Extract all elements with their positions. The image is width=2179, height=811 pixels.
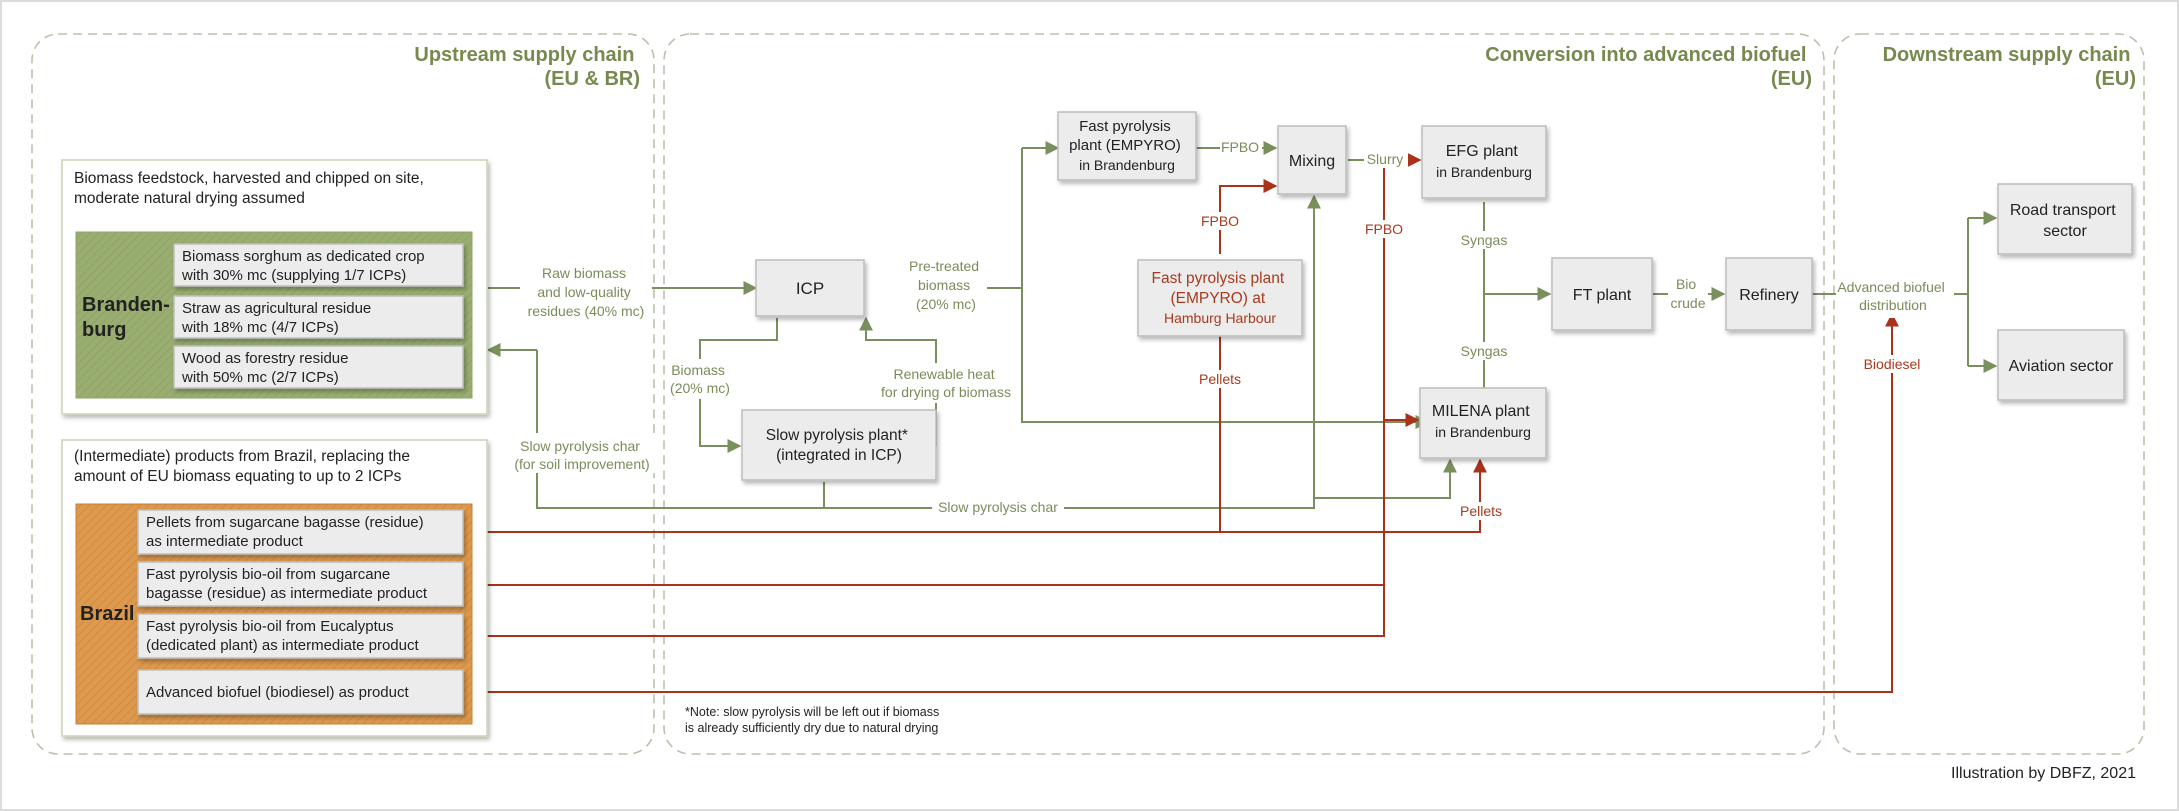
label-pretreated-biomass: Pre-treated biomass (20% mc) [909,258,983,312]
label-pellets-hamburg: Pellets [1199,371,1241,387]
brazil-item-pellets [137,509,464,555]
label-syngas-top: Syngas [1461,232,1508,248]
brazil-header: (Intermediate) products from Brazil, rep… [74,448,414,485]
region-downstream [1833,33,2145,755]
brazil-label: Brazil [80,603,134,625]
node-milena-text: MILENA plant in Brandenburg [1432,403,1534,440]
label-renewable-heat: Renewable heat for drying of biomass [881,366,1011,400]
label-syngas-bottom: Syngas [1461,343,1508,359]
node-fast-pyrolysis-brandenburg-text: Fast pyrolysis plant (EMPYRO) in Branden… [1069,118,1185,173]
region-conversion-title: Conversion into advanced biofuel (EU) [1485,44,1812,90]
node-refinery-text: Refinery [1739,287,1799,304]
feedstock-item-wood-text: Wood as forestry residue with 50% mc (2/… [181,350,353,386]
node-efg-text: EFG plant in Brandenburg [1436,143,1532,180]
node-road-transport-text: Road transport sector [2010,202,2120,240]
brazil-item-pellets-text: Pellets from sugarcane bagasse (residue)… [146,514,428,550]
node-slow-pyrolysis-text: Slow pyrolysis plant* (integrated in ICP… [766,427,912,464]
credit: Illustration by DBFZ, 2021 [1951,765,2136,782]
feedstock-item-sorghum-text: Biomass sorghum as dedicated crop with 3… [181,248,429,284]
region-upstream-title: Upstream supply chain (EU & BR) [414,44,640,90]
node-road-transport [1997,183,2133,255]
brazil-item-biodiesel [137,669,464,715]
node-fast-pyrolysis-hamburg [1137,259,1303,337]
region-upstream [31,33,655,755]
label-pellets-milena: Pellets [1460,503,1502,519]
node-milena [1419,387,1547,459]
node-fast-pyrolysis-brandenburg [1057,111,1197,181]
node-aviation [1997,329,2125,401]
feedstock-item-wood [173,345,464,389]
footnote: *Note: slow pyrolysis will be left out i… [685,705,943,735]
label-slow-char: Slow pyrolysis char [938,499,1058,515]
feedstock-item-straw [173,295,464,339]
label-advanced-distribution: Advanced biofuel distribution [1837,279,1948,313]
label-raw-biomass: Raw biomass and low-quality residues (40… [528,265,645,319]
node-aviation-text: Aviation sector [2009,358,2114,375]
brazil-item-biodiesel-text: Advanced biofuel (biodiesel) as product [146,684,409,701]
node-slow-pyrolysis [741,409,937,481]
node-ft-text: FT plant [1573,287,1632,304]
feedstock-item-straw-text: Straw as agricultural residue with 18% m… [181,300,375,336]
label-bio-crude: Bio crude [1670,276,1705,311]
node-mixing-text: Mixing [1289,153,1335,170]
brandenburg-label: Branden- burg [82,294,175,341]
red-flow-lines [468,153,1899,693]
node-refinery [1725,257,1813,331]
brazil-item-bagasse-oil [137,561,464,607]
label-fpbo-hamburg: FPBO [1201,213,1239,229]
label-biomass-20: Biomass (20% mc) [670,362,730,396]
label-fpbo-green: FPBO [1221,139,1259,155]
label-slow-char-soil: Slow pyrolysis char (for soil improvemen… [514,438,649,472]
node-icp-text: ICP [796,279,824,298]
node-mixing [1277,125,1347,195]
node-ft [1551,257,1653,331]
node-fast-pyrolysis-hamburg-text: Fast pyrolysis plant (EMPYRO) at Hamburg… [1152,270,1289,326]
brazil-item-eucalyptus-oil [137,613,464,659]
node-efg [1421,125,1547,199]
feedstock-header: Biomass feedstock, harvested and chipped… [74,170,428,207]
brazil-item-bagasse-oil-text: Fast pyrolysis bio-oil from sugarcane ba… [146,566,428,602]
label-slurry: Slurry [1367,151,1404,167]
label-biodiesel: Biodiesel [1864,356,1921,372]
brazil-item-eucalyptus-oil-text: Fast pyrolysis bio-oil from Eucalyptus (… [146,618,419,654]
region-downstream-title: Downstream supply chain (EU) [1883,44,2136,90]
label-fpbo-brazil: FPBO [1365,221,1403,237]
feedstock-item-sorghum [173,243,464,287]
node-icp [755,259,865,317]
